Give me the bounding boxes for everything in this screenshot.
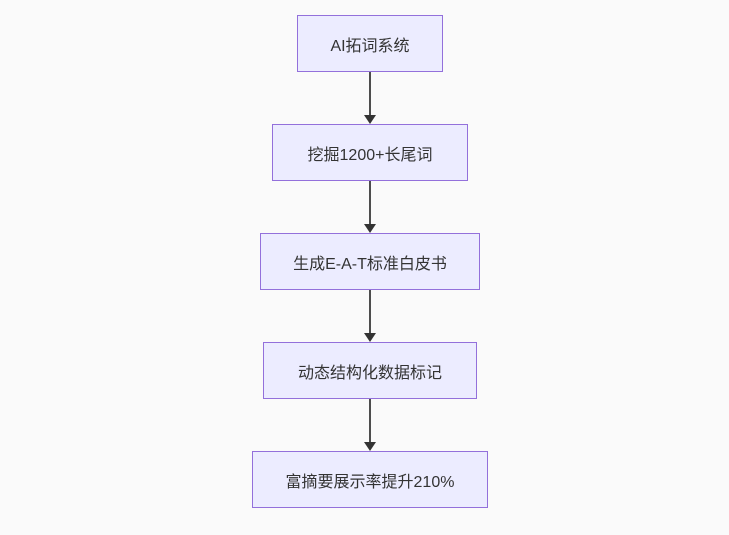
arrowhead-down-icon [364, 115, 376, 124]
flow-node-label: 富摘要展示率提升210% [285, 473, 455, 491]
flow-node-eat-whitepaper: 生成E-A-T标准白皮书 [260, 233, 480, 290]
arrow-line [369, 290, 371, 333]
flow-arrow-4 [364, 399, 376, 451]
flow-arrow-3 [364, 290, 376, 342]
flow-node-rich-snippet-result: 富摘要展示率提升210% [252, 451, 488, 508]
arrow-line [369, 399, 371, 442]
flow-node-label: 挖掘1200+长尾词 [307, 146, 433, 164]
flow-node-longtail-mining: 挖掘1200+长尾词 [272, 124, 468, 181]
arrowhead-down-icon [364, 224, 376, 233]
arrowhead-down-icon [364, 333, 376, 342]
arrow-line [369, 72, 371, 115]
flow-node-structured-data-markup: 动态结构化数据标记 [263, 342, 477, 399]
flow-arrow-1 [364, 72, 376, 124]
arrow-line [369, 181, 371, 224]
flow-node-label: AI拓词系统 [330, 37, 410, 55]
arrowhead-down-icon [364, 442, 376, 451]
flowchart: AI拓词系统 挖掘1200+长尾词 生成E-A-T标准白皮书 动态结构化数据标记 [0, 15, 729, 508]
flow-arrow-2 [364, 181, 376, 233]
flow-node-ai-word-expansion: AI拓词系统 [297, 15, 443, 72]
flow-node-label: 生成E-A-T标准白皮书 [293, 255, 447, 273]
flow-node-label: 动态结构化数据标记 [297, 364, 442, 382]
